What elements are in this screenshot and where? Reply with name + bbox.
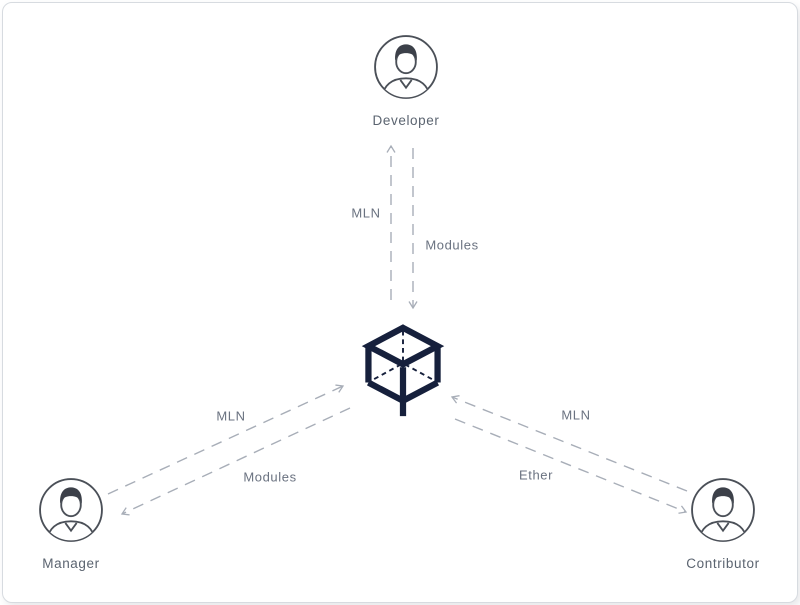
node-label-contributor: Contributor [686,556,760,571]
node-label-manager: Manager [42,556,100,571]
edge-label-hub-to-manager: Modules [240,469,300,485]
edge-label-developer-to-hub: Modules [422,237,482,253]
person-icon [690,477,756,543]
edge-label-hub-to-contributor: Ether [515,467,557,483]
edge-label-hub-to-developer: MLN [348,205,384,221]
node-label-developer: Developer [372,113,440,128]
node-developer: Developer [341,34,471,128]
cube-icon [361,324,445,417]
edge-label-manager-to-hub: MLN [213,408,249,424]
edge-label-contributor-to-hub: MLN [558,407,594,423]
person-icon [373,34,439,100]
node-contributor: Contributor [658,477,788,571]
person-icon [38,477,104,543]
node-manager: Manager [6,477,136,571]
